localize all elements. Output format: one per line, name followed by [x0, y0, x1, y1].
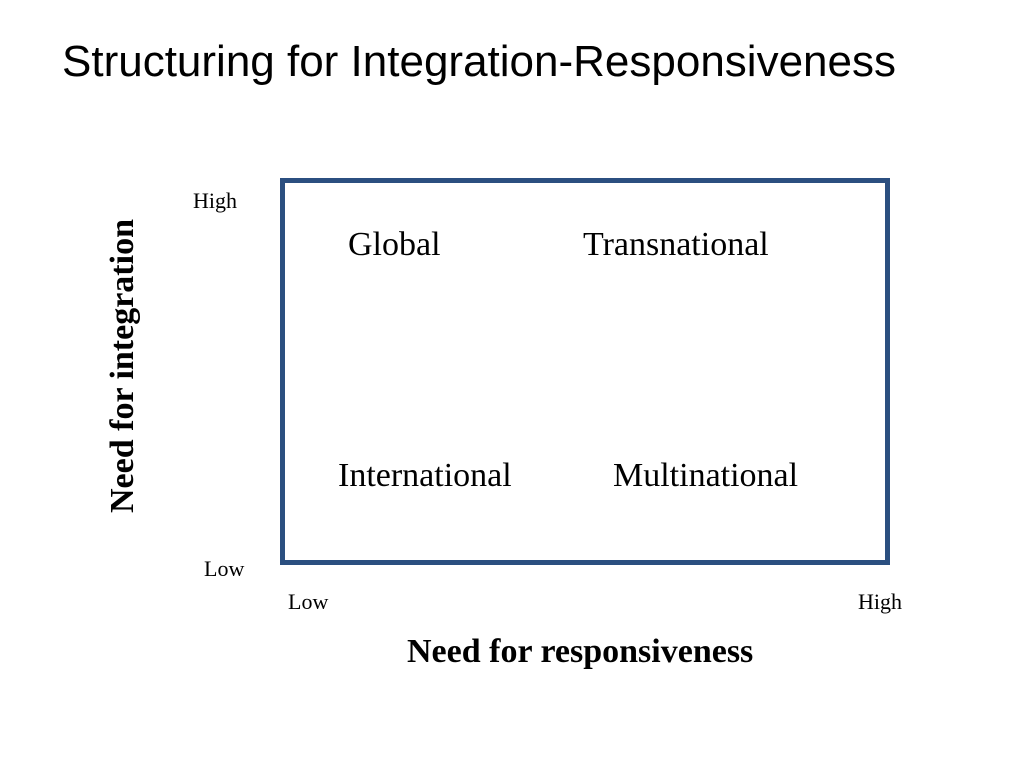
quadrant-transnational: Transnational [583, 226, 769, 263]
x-axis-title: Need for responsiveness [407, 633, 754, 670]
y-axis-low-label: Low [204, 556, 245, 581]
quadrant-multinational: Multinational [613, 457, 799, 494]
x-axis-high-label: High [858, 589, 902, 614]
y-axis-high-label: High [193, 188, 237, 213]
x-axis-low-label: Low [288, 589, 329, 614]
quadrant-global: Global [348, 226, 441, 263]
slide-title: Structuring for Integration-Responsivene… [62, 37, 896, 86]
matrix-frame [280, 178, 890, 565]
y-axis-title: Need for integration [104, 219, 141, 513]
quadrant-international: International [338, 457, 512, 494]
